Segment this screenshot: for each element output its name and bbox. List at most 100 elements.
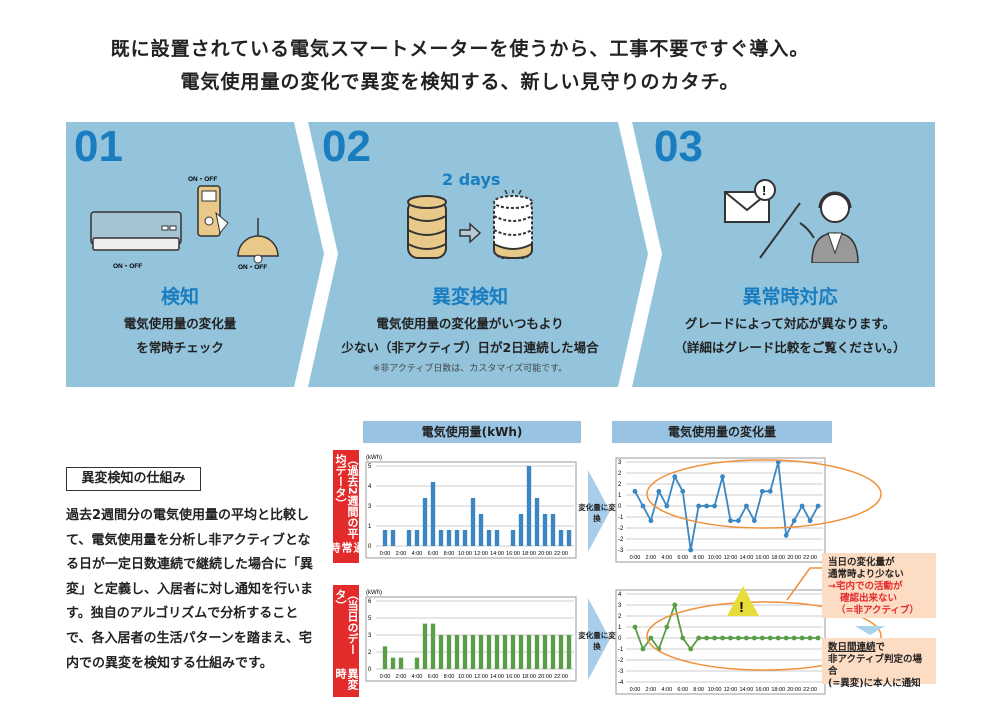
bar (566, 635, 572, 669)
y-tick-label: -2 (618, 537, 624, 543)
step-3-line: グレードによって対応が異なります。 (684, 316, 896, 331)
data-point (799, 503, 805, 509)
data-point (656, 488, 662, 494)
x-tick-label: 16:00 (755, 687, 769, 693)
bar (518, 635, 524, 669)
step-3-number: 03 (654, 122, 703, 171)
database-transition-icon (407, 190, 533, 260)
y-tick-label: 1 (618, 493, 622, 499)
series-line (634, 461, 819, 551)
data-point (736, 635, 741, 641)
svg-text:!: ! (739, 599, 744, 616)
warning-icon: ! (727, 586, 759, 616)
y-tick-label: 1 (368, 524, 372, 530)
data-point (704, 503, 710, 509)
x-tick-label: 20:00 (538, 551, 552, 557)
y-tick-label: 2 (618, 471, 622, 477)
bar (550, 635, 556, 669)
callout-text: で (875, 642, 886, 653)
x-tick-label: 8:00 (693, 555, 704, 561)
svg-text:!: ! (762, 183, 766, 198)
x-tick-label: 10:00 (458, 551, 472, 557)
x-tick-label: 0:00 (630, 687, 641, 693)
step-2-line: 電気使用量の変化量がいつもより (376, 316, 564, 331)
y-axis-label: (kWh) (366, 455, 382, 461)
data-point (728, 518, 733, 524)
data-point (791, 518, 797, 524)
bar (462, 530, 468, 546)
x-tick-label: 4:00 (412, 551, 423, 557)
callout-text: (=異変)に本人に通知 (828, 678, 921, 689)
y-tick-label: -1 (618, 515, 624, 521)
y-tick-label: 2 (368, 650, 372, 656)
x-tick-label: 18:00 (522, 674, 536, 680)
x-tick-label: 4:00 (661, 555, 672, 561)
bar (534, 498, 540, 546)
data-point (736, 518, 741, 524)
data-point (648, 518, 654, 524)
data-point (783, 635, 789, 641)
step-1-number: 01 (74, 122, 123, 171)
data-point (712, 503, 717, 509)
y-tick-label: 0 (618, 504, 622, 510)
data-point (688, 547, 694, 553)
data-point (640, 503, 646, 509)
y-tick-label: 0 (618, 636, 622, 642)
step-1-title: 検知 (160, 286, 199, 308)
convert-arrow-icon (588, 470, 610, 552)
bar (462, 635, 468, 669)
bar (470, 498, 476, 546)
data-point (759, 488, 765, 494)
x-tick-label: 10:00 (708, 555, 722, 561)
bar (558, 530, 564, 546)
y-tick-label: 2 (618, 482, 622, 488)
bar (502, 635, 508, 669)
y-tick-label: 3 (618, 603, 622, 609)
mechanism-text: 過去2週間分の電気使用量の平均と比較して、電気使用量を分析し非アクティブとなる日… (66, 508, 314, 671)
data-point (664, 503, 670, 509)
bar (478, 635, 484, 669)
x-tick-label: 14:00 (490, 551, 504, 557)
bar (422, 623, 428, 669)
step-3-description: グレードによって対応が異なります。 （詳細はグレード比較をご覧ください。） (650, 312, 930, 360)
x-tick-label: 14:00 (490, 674, 504, 680)
plot-frame (615, 589, 826, 695)
data-point (759, 635, 765, 641)
step-2-panel (308, 122, 648, 387)
mechanism-label: 異変検知の仕組み (66, 467, 201, 491)
x-tick-label: 0:00 (380, 674, 391, 680)
steps-background (66, 122, 935, 387)
bar (414, 530, 420, 546)
bar (438, 635, 444, 669)
bar (390, 530, 396, 546)
bar (454, 530, 460, 546)
y-tick-label: 4 (618, 592, 622, 598)
x-tick-label: 10:00 (708, 687, 722, 693)
data-point (743, 503, 749, 509)
y-tick-label: 3 (368, 633, 372, 639)
data-point (807, 635, 813, 641)
y-tick-label: 6 (368, 599, 372, 605)
data-point (712, 635, 717, 641)
y-tick-label: 5 (368, 464, 372, 470)
x-tick-label: 22:00 (554, 551, 568, 557)
step-2-number: 02 (322, 122, 371, 171)
database-full-icon (407, 195, 447, 259)
down-arrow-icon (855, 626, 885, 635)
x-tick-label: 6:00 (677, 555, 688, 561)
callout-text: 非アクティブ判定の場合 (828, 654, 922, 677)
abnormal-label-main: 異変時 (334, 667, 359, 690)
mail-alert-icon: ! (724, 179, 776, 223)
x-tick-label: 12:00 (474, 674, 488, 680)
data-point (664, 624, 670, 630)
x-tick-label: 16:00 (506, 551, 520, 557)
x-tick-label: 16:00 (755, 555, 769, 561)
pendant-lamp-icon (237, 218, 279, 264)
normal-label-sub: （過去2週間の平均データ） (334, 454, 359, 539)
step-2-description: 電気使用量の変化量がいつもより 少ない（非アクティブ）日が2日連続した場合 (330, 312, 610, 360)
step-1-description: 電気使用量の変化量 を常時チェック (70, 312, 290, 360)
y-axis-label: (kWh) (366, 590, 382, 596)
